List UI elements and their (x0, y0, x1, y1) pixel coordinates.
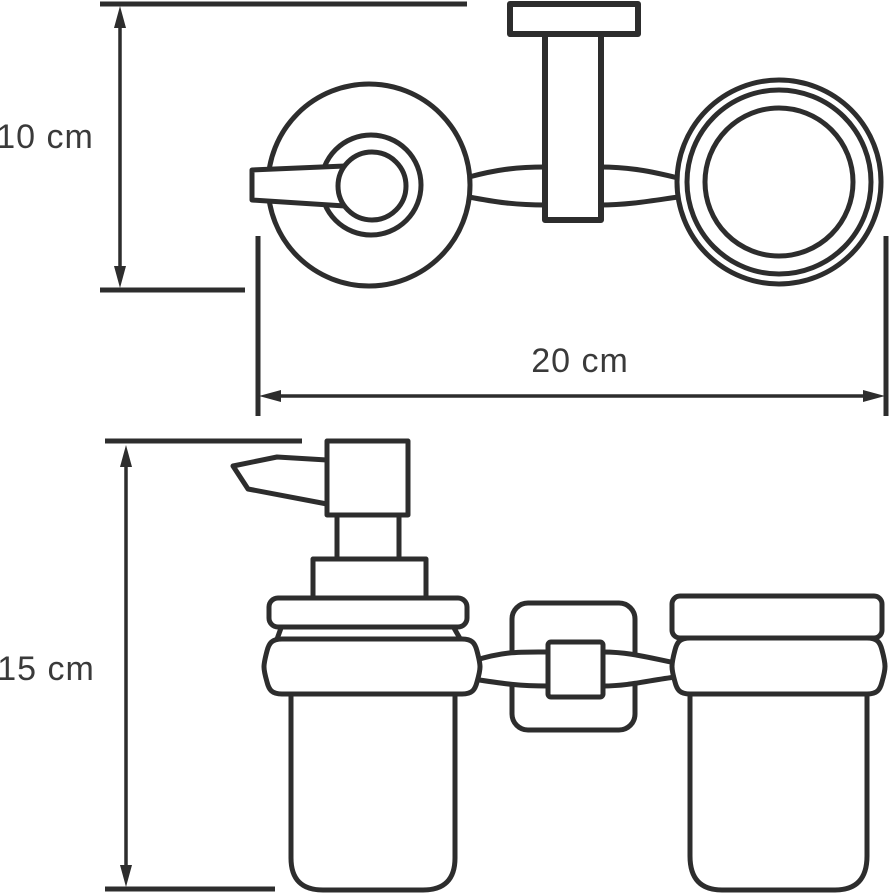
cup-body (687, 664, 870, 893)
dimension-width-20cm: 20 cm (255, 236, 889, 416)
connector-arm-left-top (468, 164, 546, 208)
cup-inner-circle (702, 105, 856, 259)
pump-head (324, 438, 411, 518)
cup-holder-ring (669, 635, 888, 697)
dispenser-holder-ring (261, 636, 483, 697)
dispenser-pump-circle (335, 149, 409, 223)
dimension-height-15cm: 15 cm (0, 438, 302, 892)
connector-arm-left-front (472, 649, 549, 689)
dim-10-arrow-down-icon (114, 266, 126, 288)
wall-plate (507, 1, 641, 37)
dim-20-arrow-right-icon (863, 390, 885, 402)
pump-collar (310, 556, 429, 601)
connector-arm-right-front (602, 649, 677, 689)
dispenser-bottle (288, 664, 458, 893)
dim-20-arrow-left-icon (259, 390, 281, 402)
wall-post (542, 31, 604, 223)
dim-label-10cm: 10 cm (0, 118, 94, 156)
pump-neck (334, 512, 402, 562)
top-view (249, 1, 884, 289)
dim-label-20cm: 20 cm (531, 342, 629, 380)
dimension-depth-10cm: 10 cm (0, 1, 467, 293)
front-view (230, 438, 888, 893)
pump-spout-top-view (249, 163, 348, 209)
connector-arm-right-top (599, 164, 679, 208)
dim-15-arrow-up-icon (120, 445, 132, 467)
dim-label-15cm: 15 cm (0, 650, 95, 688)
dim-15-arrow-down-icon (120, 865, 132, 887)
dispenser-lid (266, 595, 470, 630)
dim-10-arrow-up-icon (114, 6, 126, 28)
cup-rim (669, 593, 885, 641)
bracket-boss (545, 639, 606, 700)
pump-spout-front (230, 454, 330, 507)
